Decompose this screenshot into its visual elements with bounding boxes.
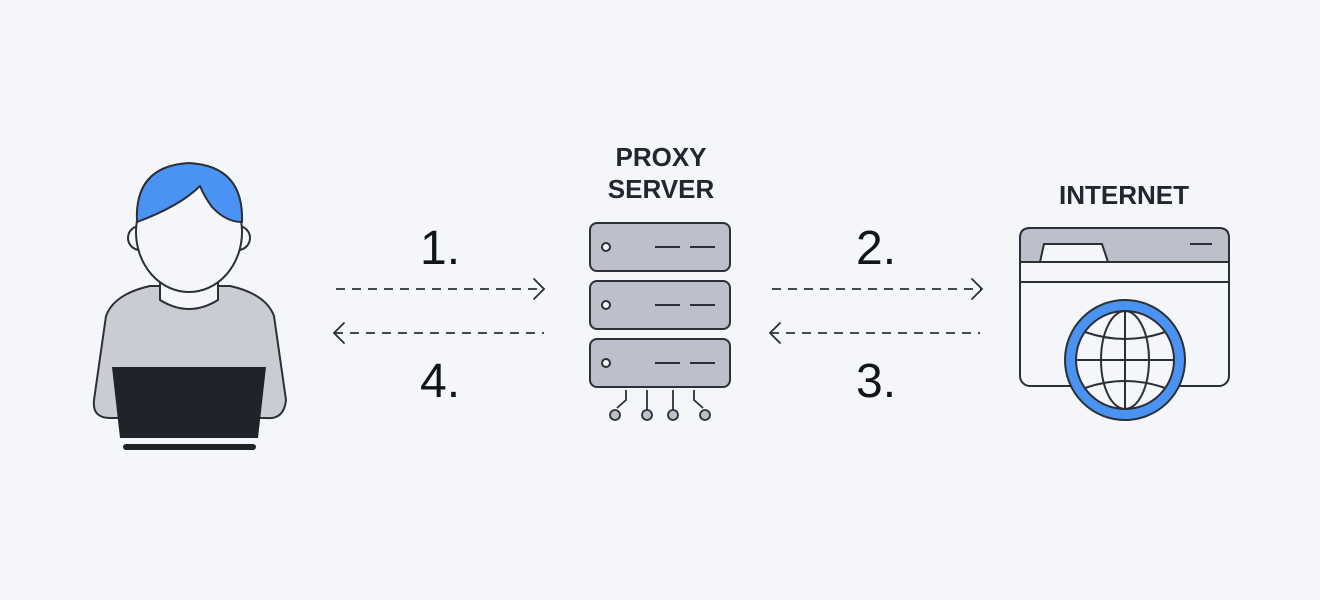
laptop-icon xyxy=(112,367,266,450)
arrow-response-to-user xyxy=(332,322,544,344)
browser-tab xyxy=(1038,243,1110,263)
arrow-response-to-proxy xyxy=(768,322,980,344)
step-4-label: 4. xyxy=(420,355,460,408)
proxy-title-line2: SERVER xyxy=(608,174,715,204)
server-rack-icon xyxy=(589,222,731,421)
internet-title: INTERNET xyxy=(1059,180,1189,210)
step-2-label: 2. xyxy=(856,222,896,275)
laptop-screen xyxy=(112,367,266,438)
arrow-request-to-internet xyxy=(772,278,984,300)
user-hair xyxy=(135,162,244,223)
server-connectors xyxy=(609,390,711,421)
laptop-base xyxy=(123,444,256,450)
arrow-request-to-proxy xyxy=(336,278,546,300)
proxy-title-line1: PROXY xyxy=(615,142,706,172)
globe-icon xyxy=(1064,299,1186,421)
step-1-label: 1. xyxy=(420,222,460,275)
step-3-label: 3. xyxy=(856,355,896,408)
